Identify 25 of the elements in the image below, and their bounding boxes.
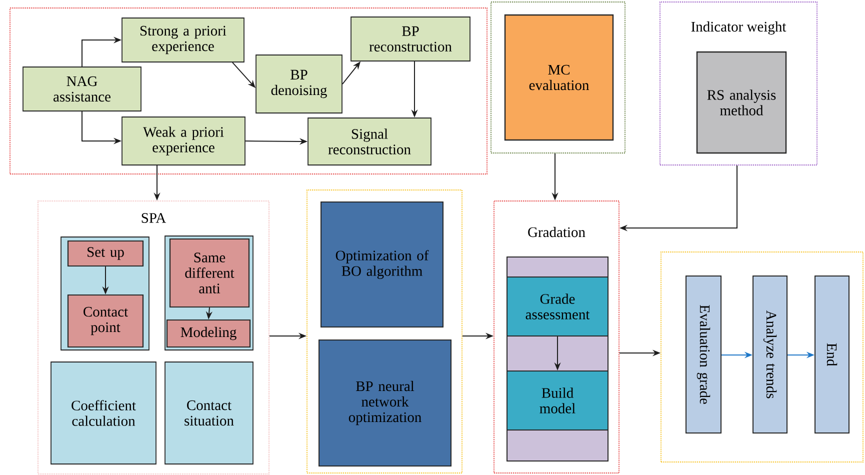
process-box: Strong a priori experience bbox=[122, 18, 244, 62]
process-box: MC evaluation bbox=[504, 14, 614, 141]
group-frame bbox=[306, 190, 462, 474]
process-box: Contact point bbox=[67, 294, 144, 348]
process-box: Analyze trends bbox=[752, 276, 788, 434]
group-frame bbox=[10, 8, 488, 174]
process-box: RS analysis method bbox=[696, 51, 787, 154]
process-box: BP denoising bbox=[256, 54, 342, 114]
process-box: Weak a priori experience bbox=[122, 116, 246, 166]
container-box: Contact situation bbox=[164, 362, 254, 464]
container-box: Coefficient calculation bbox=[50, 362, 156, 464]
process-box: Build model bbox=[506, 370, 608, 430]
process-box: NAG assistance bbox=[22, 66, 142, 112]
process-box: Signal reconstruction bbox=[308, 118, 432, 166]
process-box: BP reconstruction bbox=[350, 16, 470, 62]
process-box: BP neural network optimization bbox=[318, 340, 452, 466]
process-box: Same different anti bbox=[169, 238, 250, 308]
group-frame bbox=[660, 252, 864, 462]
process-box: Optimization of BO algorithm bbox=[320, 202, 444, 328]
process-box: Modeling bbox=[166, 319, 251, 348]
process-box: Grade assessment bbox=[506, 276, 608, 336]
process-box: Evaluation grade bbox=[686, 276, 722, 434]
process-box: Set up bbox=[67, 240, 144, 267]
process-box: End bbox=[814, 276, 850, 434]
group-frame bbox=[490, 2, 626, 154]
